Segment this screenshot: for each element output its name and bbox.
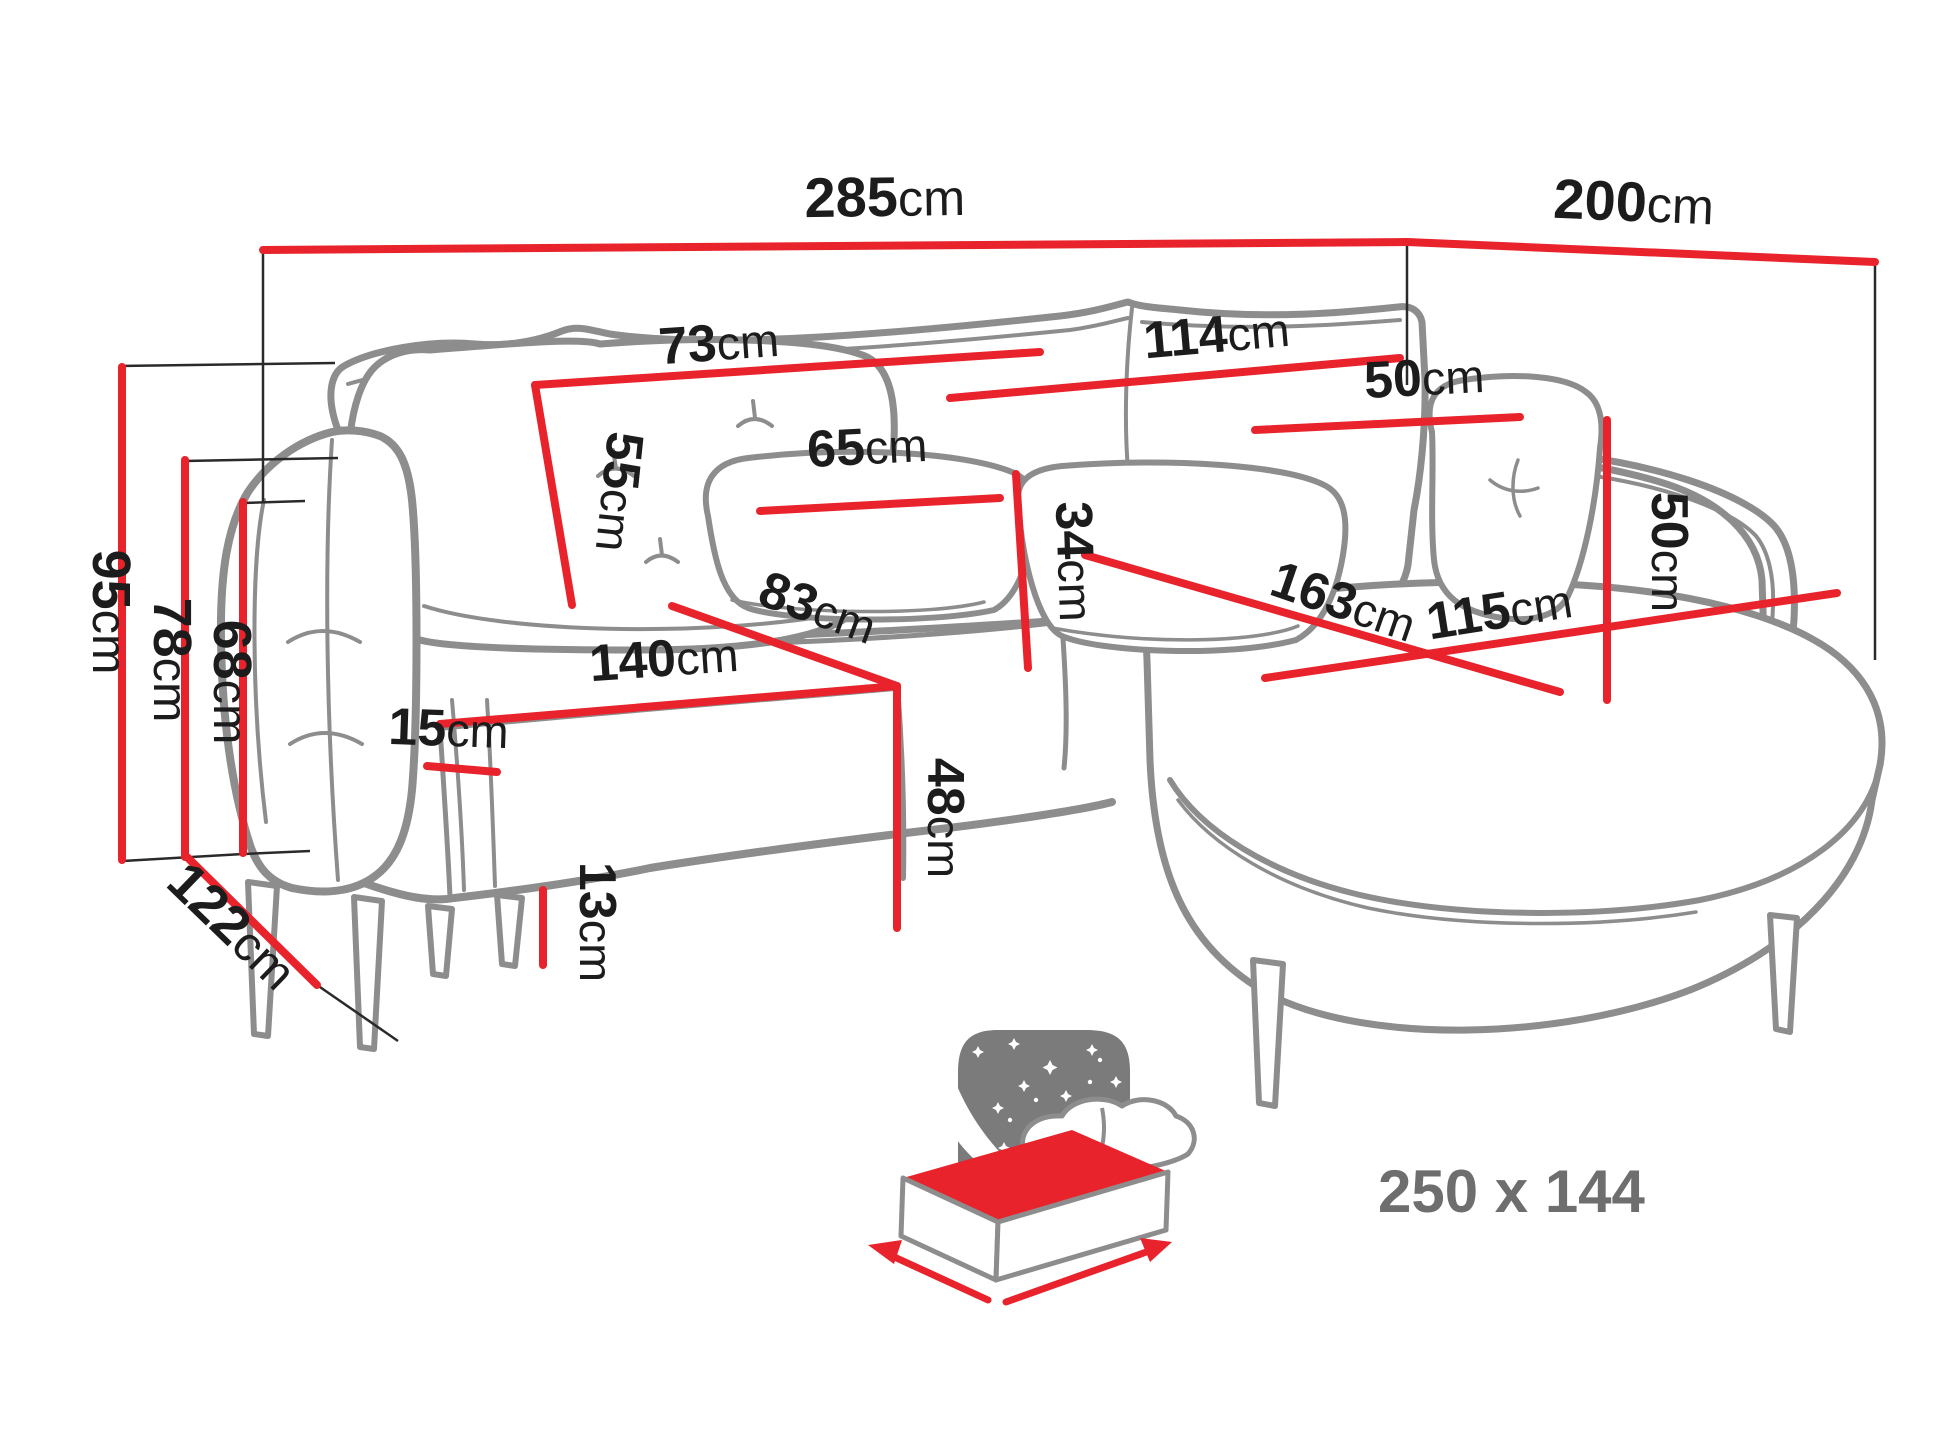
dim-line-114 [946, 354, 1404, 402]
sofa-legs [245, 879, 1800, 1109]
chaise-seat-front-edge [1167, 762, 1883, 916]
dim-line-285 [259, 238, 1411, 254]
arrow-right-head [1140, 1238, 1172, 1262]
leg-2 [351, 894, 385, 1052]
leg-6 [1767, 912, 1800, 1035]
dim-50h-label: 50cm [1640, 492, 1698, 612]
arrow-left-shaft [886, 1251, 992, 1304]
dim-140-label: 140cm [587, 625, 740, 693]
back-cushion-crease [422, 604, 840, 632]
dim-200-label: 200cm [1552, 167, 1715, 237]
dim-68-label: 68cm [202, 620, 262, 745]
left-arm-seam-inner [325, 438, 340, 882]
backrest-inner-edge-right [1140, 318, 1402, 329]
dim-55-label: 55cm [584, 429, 654, 555]
sofa-line-drawing [216, 298, 1886, 1109]
dim-line-65 [756, 494, 1004, 515]
pillow-50-tuft [1488, 458, 1540, 518]
dim-line-83 [668, 602, 901, 690]
dim-15-label: 15cm [388, 698, 510, 760]
seat-split-seam [1059, 621, 1069, 771]
dimension-lines [118, 238, 1879, 989]
dim-78-label: 78cm [142, 598, 202, 723]
dim-50w-label: 50cm [1363, 346, 1486, 410]
left-arm-seam-outer [252, 498, 268, 824]
dim-line-122 [183, 853, 321, 989]
dim-line-55 [531, 381, 576, 609]
dim-114-label: 114cm [1141, 300, 1292, 371]
dim-line-115 [1261, 589, 1841, 682]
leg-5 [1250, 957, 1286, 1109]
sleeping-function-icon: 250 x 144 [868, 1028, 1646, 1306]
dim-line-73 [531, 348, 1044, 389]
dim-line-163 [1081, 551, 1564, 696]
dim-115-label: 115cm [1423, 571, 1577, 651]
leg-3 [425, 903, 455, 979]
backrest-seam [1123, 306, 1134, 472]
leg-4 [494, 892, 525, 969]
dimension-guides [121, 244, 1877, 1043]
dim-95-label: 95cm [81, 550, 141, 675]
dim-line-15 [423, 762, 501, 776]
guide-122-ext [316, 983, 399, 1043]
arrow-right-shaft [1002, 1246, 1156, 1306]
mattress-top [903, 1130, 1168, 1222]
pillow-middle-crease [1050, 624, 1300, 642]
guide-68 [242, 499, 306, 505]
chaise-seat-front-edge-2 [1176, 798, 1698, 926]
guide-78 [184, 456, 339, 463]
dim-line-50w [1251, 413, 1524, 434]
dimension-labels: 285cm 200cm 95cm 78cm 68cm 122cm 73cm 11… [81, 164, 1715, 1001]
mattress-front-right [993, 1169, 1171, 1283]
size-arrows [868, 1238, 1172, 1306]
dim-73-label: 73cm [657, 310, 781, 376]
dim-48-label: 48cm [916, 758, 974, 878]
pillow-65-crease [730, 598, 986, 614]
dim-line-200 [1403, 238, 1879, 266]
guide-95 [121, 361, 336, 368]
seat-left-edge [437, 725, 453, 900]
dim-13-label: 13cm [568, 862, 626, 982]
arrow-left-head [868, 1240, 902, 1264]
chaise-backrest-inner [1540, 468, 1776, 652]
dim-34-label: 34cm [1044, 500, 1106, 622]
left-arm [216, 426, 421, 896]
pillow-65 [702, 448, 1039, 623]
sofa-bottom-front-edge [288, 798, 1116, 904]
dim-line-140 [436, 682, 901, 728]
dim-line-34 [1012, 470, 1032, 672]
bed-size-label: 250 x 144 [1378, 1158, 1646, 1225]
dim-285-label: 285cm [804, 164, 965, 229]
dim-65-label: 65cm [806, 415, 929, 479]
left-arm-tufts [286, 629, 364, 746]
